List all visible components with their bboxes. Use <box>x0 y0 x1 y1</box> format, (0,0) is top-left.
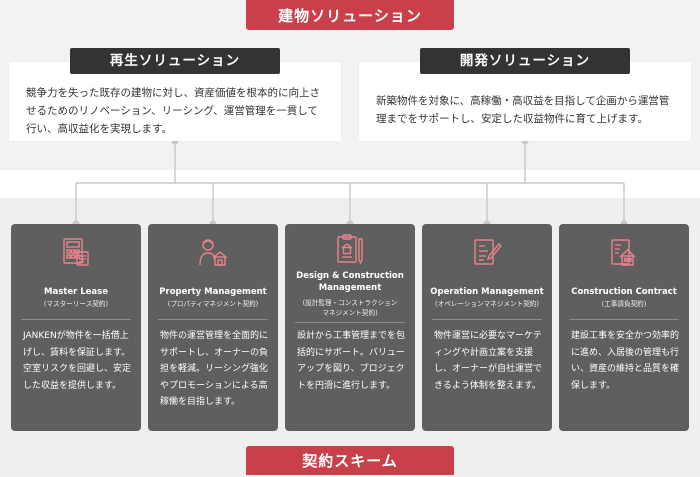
card-description: JANKENが物件を一括借上げし、賃料を保証します。空室リスクを回避し、安定した… <box>23 331 132 391</box>
solution-box-right <box>359 62 691 141</box>
card-title: Master Lease <box>44 287 108 297</box>
header-tab: 建物ソリューション <box>246 0 454 30</box>
solution-title-right: 開発ソリューション <box>420 48 630 74</box>
card-subtitle: (マスターリース契約) <box>43 300 109 308</box>
card-divider <box>569 319 679 320</box>
card-divider <box>21 319 131 320</box>
card-title-line1: Design & Construction <box>296 271 404 281</box>
card-description: 物件運営に必要なマーケティングや計画立案を支援し、オーナーが自社運営できるよう体… <box>434 331 543 391</box>
solution-description-right: 新築物件を対象に、高稼働・高収益を目指して企画から運営管理までをサポートし、安定… <box>376 95 670 125</box>
person-house-icon <box>199 239 228 266</box>
card-master-lease: Master Lease (マスターリース契約) JANKENが物件を一括借上げ… <box>11 224 141 431</box>
card-divider <box>432 319 542 320</box>
card-title: Construction Contract <box>571 287 677 297</box>
card-title: Operation Management <box>430 287 544 297</box>
card-construction-contract: Construction Contract (工事請負契約) 建設工事を安全かつ… <box>559 224 689 431</box>
card-subtitle-line1: (設計監理・コンストラクション <box>302 299 398 307</box>
card-divider <box>158 319 268 320</box>
blueprint-pen-icon <box>337 234 363 265</box>
solution-title-left: 再生ソリューション <box>70 48 280 74</box>
card-description: 建設工事を安全かつ効率的に進め、入居後の管理も行い、資産の維持と品質を確保します… <box>571 331 680 391</box>
calculator-icon <box>63 238 89 266</box>
card-subtitle: (工事請負契約) <box>601 300 647 308</box>
card-operation-management: Operation Management (オペレーションマネジメント契約) 物… <box>422 224 552 431</box>
card-title: Property Management <box>159 287 267 297</box>
document-pen-icon <box>474 239 502 265</box>
card-subtitle-line2: マネジメント契約) <box>322 309 378 317</box>
solution-box-left <box>9 62 341 141</box>
card-description: 物件の運営管理を全面的にサポートし、オーナーの負担を軽減。リーシング強化やプロモ… <box>160 331 269 407</box>
card-property-management: Property Management (プロパティマネジメント契約) 物件の運… <box>148 224 278 431</box>
card-title-line2: Management <box>318 283 382 293</box>
card-description: 設計から工事管理までを包括的にサポート。バリューアップを図り、プロジェクトを円滑… <box>297 331 406 391</box>
card-subtitle: (オペレーションマネジメント契約) <box>435 300 539 308</box>
footer-tab: 契約スキーム <box>246 446 454 475</box>
building-checklist-icon <box>611 239 636 266</box>
card-design-construction-management: Design & Construction Management (設計監理・コ… <box>285 224 415 431</box>
solution-description-left: 競争力を失った既存の建物に対し、資産価値を根本的に向上させるためのリノベーション… <box>26 87 320 135</box>
card-divider <box>295 322 405 323</box>
card-subtitle: (プロパティマネジメント契約) <box>167 300 259 308</box>
